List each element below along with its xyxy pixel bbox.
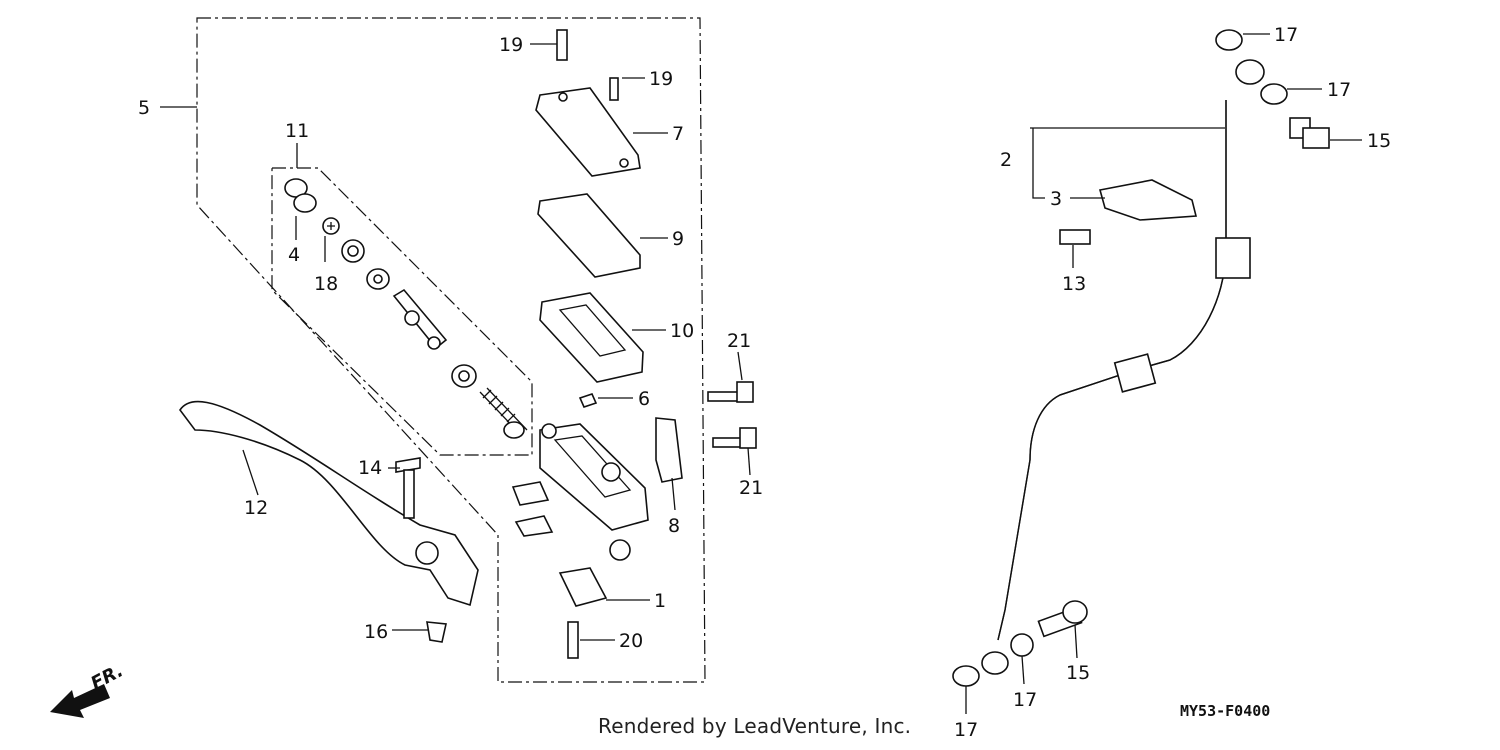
callout-12: 12 — [244, 497, 268, 519]
callout-8: 8 — [668, 515, 680, 537]
callout-21-bottom: 21 — [739, 477, 763, 499]
callout-17-upper-right: 17 — [1327, 79, 1351, 101]
brake-lever — [179, 400, 479, 607]
callout-17-bottom-middle: 17 — [1013, 689, 1037, 711]
callout-19-top: 19 — [499, 34, 523, 56]
callout-17-top: 17 — [1274, 24, 1298, 46]
callout-3: 3 — [1050, 188, 1062, 210]
callout-18: 18 — [314, 273, 338, 295]
callout-17-bottom-left: 17 — [954, 719, 978, 741]
callout-1: 1 — [654, 590, 666, 612]
callout-14: 14 — [358, 457, 382, 479]
front-arrow-icon — [50, 684, 110, 718]
assembly-11-boundary — [271, 167, 533, 456]
leader-lines — [160, 33, 1362, 714]
callout-6: 6 — [638, 388, 650, 410]
callout-21-top: 21 — [727, 330, 751, 352]
callout-2: 2 — [1000, 149, 1012, 171]
diagram-code: MY53-F0400 — [1180, 702, 1271, 720]
callout-9: 9 — [672, 228, 684, 250]
reservoir-cover-parts — [535, 87, 644, 408]
callout-20: 20 — [619, 630, 643, 652]
callout-5: 5 — [138, 97, 150, 119]
callout-7: 7 — [672, 123, 684, 145]
callout-15-top: 15 — [1367, 130, 1391, 152]
piston-kit-parts — [284, 178, 528, 439]
callout-13: 13 — [1062, 273, 1086, 295]
render-credit: Rendered by LeadVenture, Inc. — [598, 714, 912, 738]
brake-hose-assembly — [952, 29, 1330, 687]
master-cylinder-body — [511, 417, 683, 607]
callout-19-second: 19 — [649, 68, 673, 90]
lever-pivot — [415, 541, 439, 565]
callout-11: 11 — [285, 120, 309, 142]
assembly-5-boundary — [196, 17, 706, 683]
callout-10: 10 — [670, 320, 694, 342]
callout-16: 16 — [364, 621, 388, 643]
front-direction-marker: FR. — [50, 660, 127, 718]
fasteners — [395, 29, 757, 659]
callout-4: 4 — [288, 244, 300, 266]
callout-15-bottom: 15 — [1066, 662, 1090, 684]
callout-labels: 1 2 3 4 5 6 7 8 9 10 11 12 13 14 15 15 1… — [138, 24, 1391, 741]
